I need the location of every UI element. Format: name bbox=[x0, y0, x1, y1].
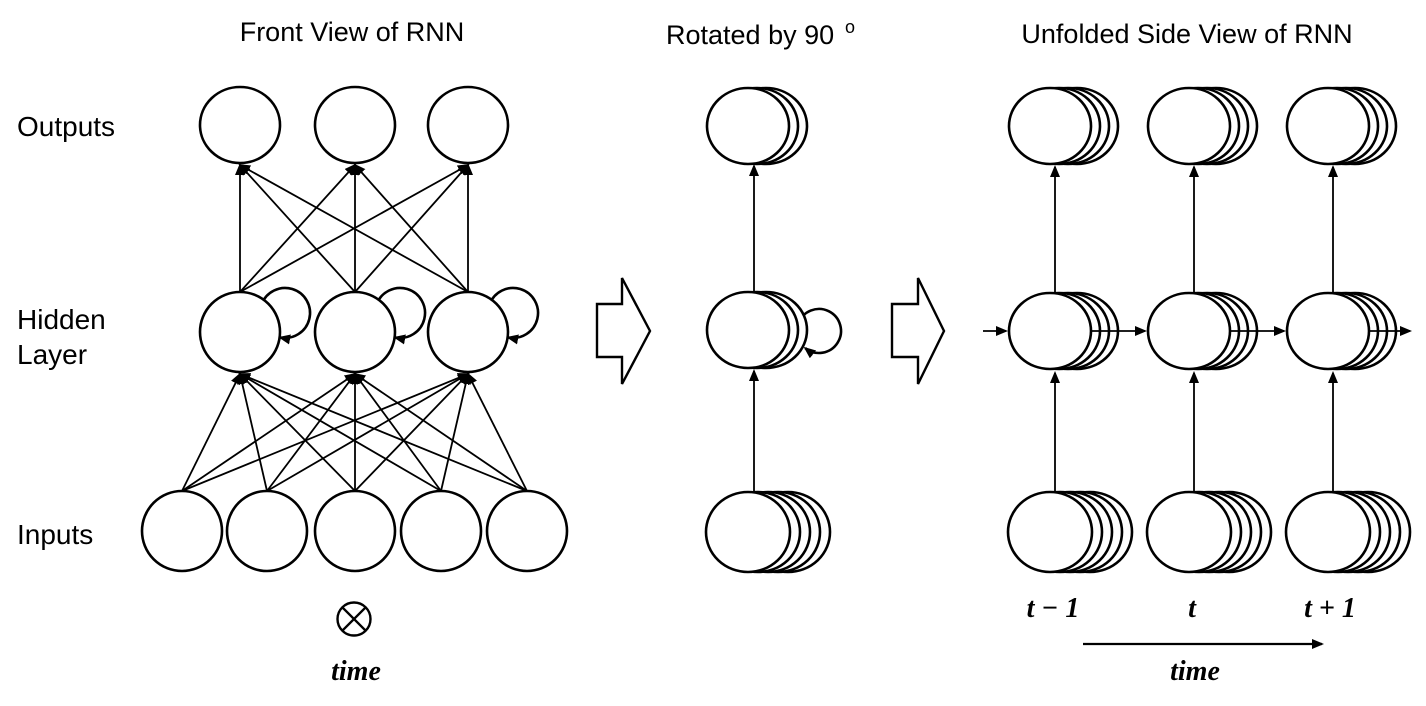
connection-line bbox=[181, 372, 241, 492]
front-panel-title: Front View of RNN bbox=[240, 17, 465, 47]
time-axis-label: time bbox=[1170, 656, 1220, 687]
hidden-self-loops bbox=[260, 286, 540, 345]
block-arrow-icon bbox=[890, 277, 946, 385]
inputs-label: Inputs bbox=[17, 519, 93, 550]
node-circle bbox=[1145, 490, 1233, 574]
hidden-node-stack-t-plus-1 bbox=[1285, 291, 1398, 371]
vertical-connections bbox=[1050, 165, 1338, 491]
output-node-stack-t bbox=[1146, 86, 1259, 166]
connection-line bbox=[266, 372, 470, 492]
timestep-label: t + 1 bbox=[1304, 593, 1356, 624]
input-node-stack-t bbox=[1145, 490, 1273, 574]
connection-line bbox=[353, 163, 469, 293]
output-node bbox=[426, 85, 510, 165]
self-loop-arrow bbox=[797, 307, 843, 359]
hidden-layer-label-line2: Layer bbox=[17, 339, 87, 370]
node-circle bbox=[1007, 291, 1093, 371]
output-node-stack-t-minus-1 bbox=[1007, 86, 1120, 166]
input-node-stack-t-plus-1 bbox=[1284, 490, 1412, 574]
input-node bbox=[225, 489, 309, 573]
output-layer-nodes bbox=[198, 85, 510, 165]
input-node bbox=[313, 489, 397, 573]
input-node bbox=[399, 489, 483, 573]
node-circle bbox=[705, 290, 791, 370]
hidden-node-stack-t-minus-1 bbox=[1007, 291, 1120, 371]
hidden-node bbox=[426, 290, 510, 374]
self-loop-arrow bbox=[488, 286, 540, 345]
input-node bbox=[140, 489, 224, 573]
self-loop-arrow bbox=[375, 286, 427, 345]
output-node bbox=[313, 85, 397, 165]
circled-cross-icon bbox=[336, 601, 372, 637]
connection-line bbox=[238, 373, 528, 492]
input-node-stack-t-minus-1 bbox=[1006, 490, 1134, 574]
connection-line bbox=[238, 372, 442, 492]
hidden-node-stack-t bbox=[1146, 291, 1259, 371]
node-circle bbox=[1146, 86, 1232, 166]
node-circle bbox=[1007, 86, 1093, 166]
connection-line bbox=[238, 372, 356, 492]
self-loop-arrow bbox=[260, 286, 312, 345]
unfolded-panel-title: Unfolded Side View of RNN bbox=[1021, 19, 1352, 49]
output-node bbox=[198, 85, 282, 165]
node-circle bbox=[704, 490, 792, 574]
hidden-node bbox=[313, 290, 397, 374]
node-circle bbox=[1285, 86, 1371, 166]
hidden-layer-label-line1: Hidden bbox=[17, 304, 106, 335]
hidden-node bbox=[198, 290, 282, 374]
input-layer-nodes bbox=[140, 489, 569, 573]
node-circle bbox=[1006, 490, 1094, 574]
node-circle bbox=[1285, 291, 1371, 371]
timestep-label: t bbox=[1188, 593, 1197, 624]
hidden-to-output-connections bbox=[235, 163, 473, 293]
output-node-stack bbox=[705, 86, 809, 166]
connection-line bbox=[353, 372, 528, 492]
input-node bbox=[485, 489, 569, 573]
hidden-layer-nodes bbox=[198, 290, 510, 374]
connection-line bbox=[238, 163, 356, 293]
connection-line bbox=[181, 373, 470, 492]
node-circle bbox=[1284, 490, 1372, 574]
rotated-panel-title-superscript: o bbox=[845, 17, 855, 37]
time-axis-label: time bbox=[331, 656, 381, 687]
input-to-hidden-connections bbox=[181, 372, 528, 492]
rotated-view-panel: Rotated by 90 o bbox=[666, 17, 855, 574]
hidden-node-stack bbox=[705, 290, 809, 370]
connection-line bbox=[353, 372, 442, 492]
connection-line bbox=[238, 164, 469, 293]
connection-line bbox=[354, 372, 470, 492]
connection-line bbox=[181, 372, 357, 492]
connection-line bbox=[440, 372, 471, 492]
input-node-stack bbox=[704, 490, 832, 574]
unfolded-view-panel: Unfolded Side View of RNN t − 1 t t + 1 … bbox=[983, 19, 1412, 687]
outputs-label: Outputs bbox=[17, 111, 115, 142]
rotated-panel-title: Rotated by 90 bbox=[666, 20, 834, 50]
front-view-panel: Front View of RNN Outputs Hidden Layer I… bbox=[17, 17, 569, 687]
connection-line bbox=[467, 372, 528, 492]
time-into-page-icon bbox=[336, 601, 372, 637]
connection-line bbox=[266, 372, 357, 492]
block-arrow-icon bbox=[595, 277, 652, 385]
node-circle bbox=[1146, 291, 1232, 371]
output-node-stack-t-plus-1 bbox=[1285, 86, 1398, 166]
connection-line bbox=[237, 372, 268, 492]
node-circle bbox=[705, 86, 791, 166]
timestep-label: t − 1 bbox=[1027, 593, 1080, 624]
